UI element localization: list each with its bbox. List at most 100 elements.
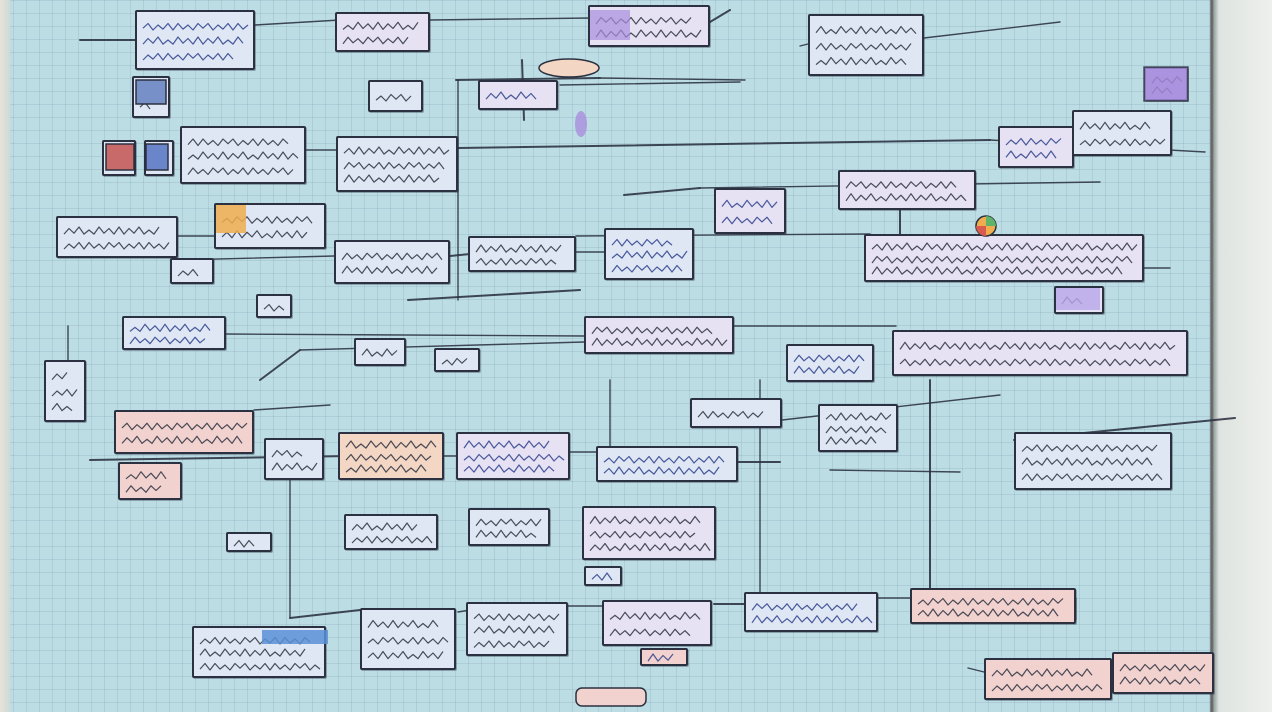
illegible-scribble [121, 422, 248, 444]
sketch-node[interactable] [1144, 67, 1188, 101]
connector-line [923, 21, 1061, 39]
sketch-node[interactable] [1112, 652, 1214, 694]
sketch-node[interactable] [604, 228, 694, 280]
sketch-node[interactable] [588, 5, 710, 47]
illegible-scribble [151, 151, 163, 157]
sketch-node[interactable] [690, 398, 782, 428]
sketch-node[interactable] [264, 438, 324, 480]
board-left-edge [0, 0, 10, 712]
connector-line [829, 469, 961, 473]
sketch-node[interactable] [468, 508, 550, 546]
sketch-node[interactable] [118, 462, 182, 500]
illegible-scribble [345, 440, 437, 473]
illegible-scribble [793, 354, 865, 374]
sketch-node[interactable] [1072, 110, 1172, 156]
illegible-scribble [343, 146, 450, 183]
sketch-node[interactable] [214, 203, 326, 249]
sketch-node[interactable] [122, 316, 226, 350]
sketch-node[interactable] [596, 446, 738, 482]
sketch-node[interactable] [864, 234, 1144, 282]
illegible-scribble [611, 238, 688, 273]
sketch-node[interactable] [984, 658, 1112, 700]
illegible-scribble [751, 603, 873, 624]
illegible-scribble [125, 471, 167, 493]
sketch-node[interactable] [368, 80, 423, 112]
illegible-scribble [1061, 296, 1083, 305]
sketch-node[interactable] [102, 140, 136, 176]
illegible-scribble [263, 303, 285, 312]
illegible-scribble [485, 91, 537, 100]
connector-line [299, 341, 585, 351]
sketch-node[interactable] [434, 348, 480, 372]
sketch-node[interactable] [584, 566, 622, 586]
illegible-scribble [475, 518, 542, 538]
sketch-node[interactable] [998, 126, 1074, 168]
illegible-scribble [129, 323, 211, 345]
illegible-scribble [341, 252, 443, 274]
sketch-node[interactable] [582, 506, 716, 560]
sketch-node[interactable] [170, 258, 214, 284]
sketch-node[interactable] [584, 316, 734, 354]
sketch-node[interactable] [256, 294, 292, 318]
illegible-scribble [871, 242, 1138, 275]
sketch-node[interactable] [818, 404, 898, 452]
sketch-node[interactable] [1054, 286, 1104, 314]
connector-line [253, 404, 331, 411]
sketch-node[interactable] [466, 602, 568, 656]
illegible-scribble [199, 636, 321, 671]
sketch-node[interactable] [1014, 432, 1172, 490]
sketch-node[interactable] [56, 216, 178, 258]
illegible-scribble [375, 93, 412, 102]
sketch-node[interactable] [360, 608, 456, 670]
sketch-node[interactable] [602, 600, 712, 646]
illegible-scribble [109, 149, 131, 169]
sketch-node[interactable] [180, 126, 306, 184]
illegible-scribble [463, 440, 565, 473]
sketch-node[interactable] [456, 432, 570, 480]
sketch-node[interactable] [132, 76, 170, 118]
sketch-node[interactable] [468, 236, 576, 272]
illegible-scribble [1005, 137, 1062, 159]
illegible-scribble [1079, 121, 1166, 147]
illegible-scribble [475, 244, 562, 266]
illegible-scribble [63, 226, 170, 250]
connector-line [289, 609, 361, 619]
sketch-node[interactable] [714, 188, 786, 234]
sketch-node[interactable] [192, 626, 326, 678]
sketch-node[interactable] [910, 588, 1076, 624]
sketch-node[interactable] [226, 532, 272, 552]
sketch-node[interactable] [135, 10, 255, 70]
illegible-scribble [825, 412, 892, 445]
sketch-node[interactable] [344, 514, 438, 550]
sketch-node[interactable] [114, 410, 254, 454]
illegible-scribble [697, 410, 764, 419]
connector-line [449, 253, 471, 257]
sketch-node[interactable] [336, 136, 458, 192]
sketch-node[interactable] [640, 648, 688, 666]
illegible-scribble [595, 16, 702, 38]
sketch-node[interactable] [334, 240, 450, 284]
sketch-node[interactable] [354, 338, 406, 366]
sketch-node[interactable] [478, 80, 558, 110]
sketch-node[interactable] [808, 14, 924, 76]
illegible-scribble [589, 515, 711, 552]
sketch-node[interactable] [786, 344, 874, 382]
connector-line [623, 187, 701, 196]
sketch-node[interactable] [744, 592, 878, 632]
sketch-node[interactable] [892, 330, 1188, 376]
connector-line [407, 289, 581, 301]
illegible-scribble [899, 341, 1176, 367]
connector-line [429, 17, 591, 21]
sketch-node[interactable] [338, 432, 444, 480]
illegible-scribble [139, 86, 156, 110]
connector-line [599, 77, 746, 81]
sketch-node[interactable] [44, 360, 86, 422]
illegible-scribble [991, 668, 1103, 692]
sketch-node[interactable] [335, 12, 430, 52]
illegible-scribble [361, 348, 398, 357]
illegible-scribble [342, 21, 419, 45]
illegible-scribble [367, 619, 449, 660]
sketch-node[interactable] [144, 140, 174, 176]
connector-line [967, 667, 985, 673]
sketch-node[interactable] [838, 170, 976, 210]
